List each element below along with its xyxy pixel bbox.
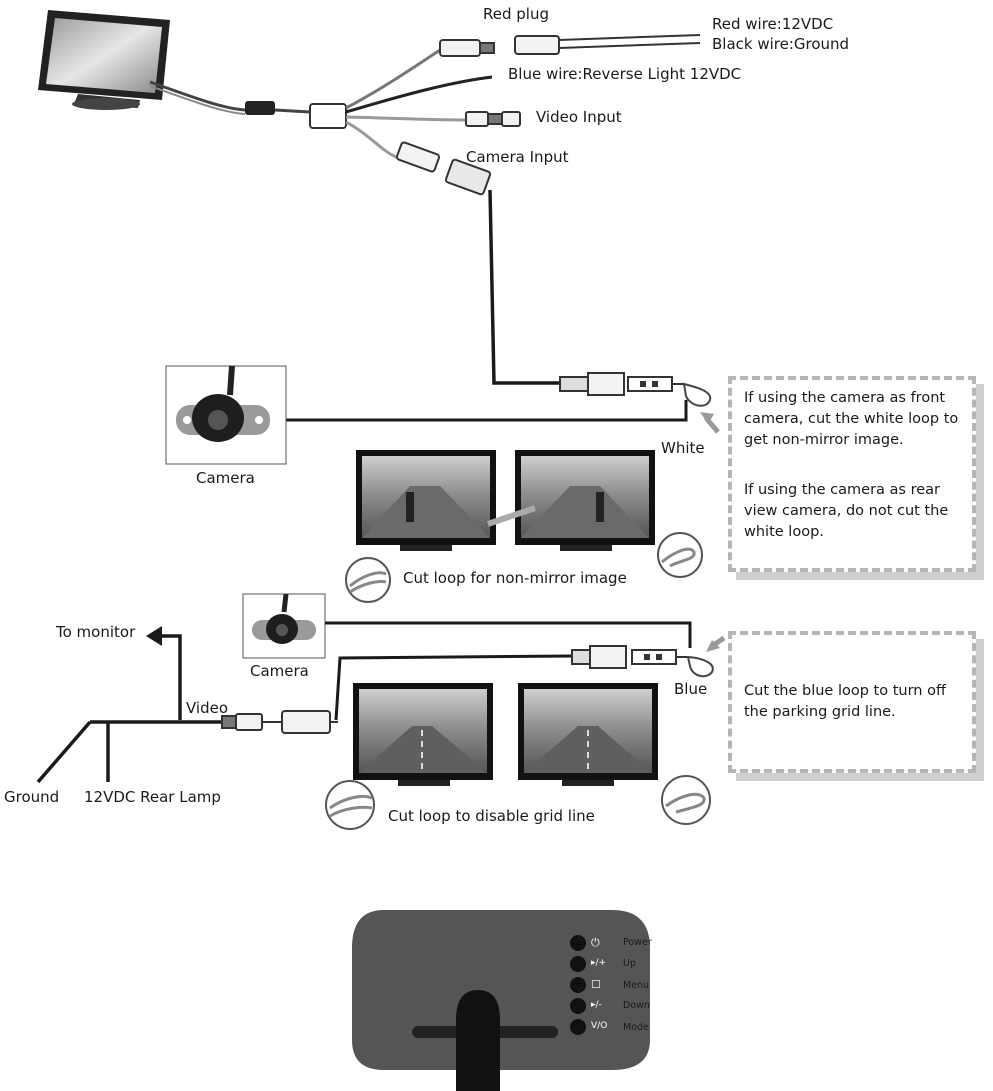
menu-glyph: ☐ — [591, 978, 601, 991]
camera-input-plug — [395, 141, 492, 196]
video-label: Video — [186, 699, 229, 717]
menu-button-label: Menu — [623, 980, 650, 991]
rca-video-plug — [221, 710, 338, 734]
mirror-note-rear: If using the camera as rear view camera,… — [744, 482, 949, 540]
monitor-mirror-left — [356, 450, 496, 551]
to-monitor-label: To monitor — [56, 623, 136, 641]
grid-note-text: Cut the blue loop to turn off the parkin… — [744, 683, 946, 720]
red-plug-label: Red plug — [483, 5, 549, 23]
camera-1-label: Camera — [196, 469, 255, 487]
white-label: White — [661, 439, 705, 457]
power-glyph: ⏻ — [591, 936, 600, 949]
red-plug-connectors — [439, 34, 701, 57]
inline-connector-blue — [571, 645, 688, 669]
camera-input-label: Camera Input — [466, 148, 569, 166]
monitor-grid-left — [353, 683, 493, 786]
camera-1-photo — [165, 365, 287, 465]
loop-icon-grid — [661, 775, 711, 825]
blue-wire-label: Blue wire:Reverse Light 12VDC — [508, 65, 742, 83]
video-input-plug — [465, 111, 521, 127]
cut-loop-mirror-label: Cut loop for non-mirror image — [403, 569, 627, 587]
black-wire-label: Black wire:Ground — [712, 35, 850, 53]
loop-icon-mirror — [657, 532, 703, 578]
inline-connector-white — [559, 372, 684, 396]
mirror-note-box: If using the camera as front camera, cut… — [728, 376, 976, 572]
power-button-label: Power — [623, 937, 652, 948]
monitor-grid-right — [518, 683, 658, 786]
rear-lamp-label: 12VDC Rear Lamp — [84, 788, 221, 806]
video-input-label: Video Input — [536, 108, 622, 126]
camera-2-photo — [242, 593, 326, 659]
up-button-label: Up — [623, 958, 636, 969]
cut-loop-grid-label: Cut loop to disable grid line — [388, 807, 595, 825]
down-glyph: ▸/- — [591, 1000, 602, 1010]
rear-lamp-wiring — [36, 634, 222, 784]
down-button-label: Down — [623, 1000, 650, 1011]
camera-2-label: Camera — [250, 662, 309, 680]
grid-signal-cable — [334, 654, 573, 721]
red-wire-label: Red wire:12VDC — [712, 15, 834, 33]
main-monitor — [38, 10, 170, 110]
control-panel — [352, 910, 650, 1091]
mirror-arrow — [487, 505, 536, 527]
cut-loop-icon-mirror — [345, 557, 391, 603]
mode-button-label: Mode — [623, 1022, 649, 1033]
harness-cables — [149, 48, 493, 160]
mirror-note-front: If using the camera as front camera, cut… — [744, 390, 959, 448]
camera-1-cable — [286, 400, 688, 422]
cut-loop-icon-grid — [325, 780, 375, 830]
camera-extension-cable — [488, 189, 560, 385]
blue-loop — [686, 655, 714, 678]
grid-note-box: Cut the blue loop to turn off the parkin… — [728, 631, 976, 773]
blue-label: Blue — [674, 680, 708, 698]
ground-label: Ground — [4, 788, 60, 806]
mode-glyph: V/O — [591, 1021, 608, 1031]
up-glyph: ▸/+ — [591, 958, 607, 968]
camera-2-cable — [325, 621, 692, 648]
to-monitor-arrow-icon — [146, 626, 162, 646]
white-loop — [682, 382, 712, 407]
monitor-mirror-right — [515, 450, 655, 551]
